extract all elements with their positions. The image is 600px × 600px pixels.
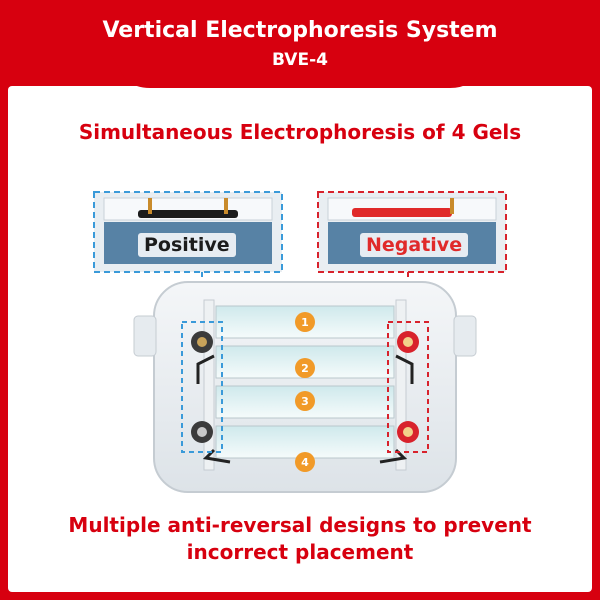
footer-caption: Multiple anti-reversal designs to preven… xyxy=(0,512,600,566)
footer-line-1: Multiple anti-reversal designs to preven… xyxy=(68,513,532,537)
gel-badge-4: 4 xyxy=(295,452,315,472)
feature-heading: Simultaneous Electrophoresis of 4 Gels xyxy=(78,120,522,144)
svg-text:3: 3 xyxy=(301,395,309,408)
electrophoresis-tank-illustration: 1 2 3 4 xyxy=(93,191,507,493)
positive-terminals xyxy=(191,331,213,443)
header-tab-shape xyxy=(80,0,520,88)
negative-label: Negative xyxy=(360,233,469,257)
gel-badge-2: 2 xyxy=(295,358,315,378)
gel-badge-3: 3 xyxy=(295,391,315,411)
positive-electrode-outline xyxy=(181,321,223,453)
model-number: BVE-4 xyxy=(272,50,328,70)
positive-label: Positive xyxy=(138,233,236,257)
svg-text:2: 2 xyxy=(301,362,309,375)
footer-line-2: incorrect placement xyxy=(186,540,414,564)
positive-inset xyxy=(93,191,283,273)
svg-text:4: 4 xyxy=(301,456,309,469)
page-title: Vertical Electrophoresis System xyxy=(102,18,498,43)
negative-inset xyxy=(317,191,507,273)
gel-badge-1: 1 xyxy=(295,312,315,332)
svg-text:1: 1 xyxy=(301,316,309,329)
negative-electrode-outline xyxy=(387,321,429,453)
negative-terminals xyxy=(397,331,419,443)
